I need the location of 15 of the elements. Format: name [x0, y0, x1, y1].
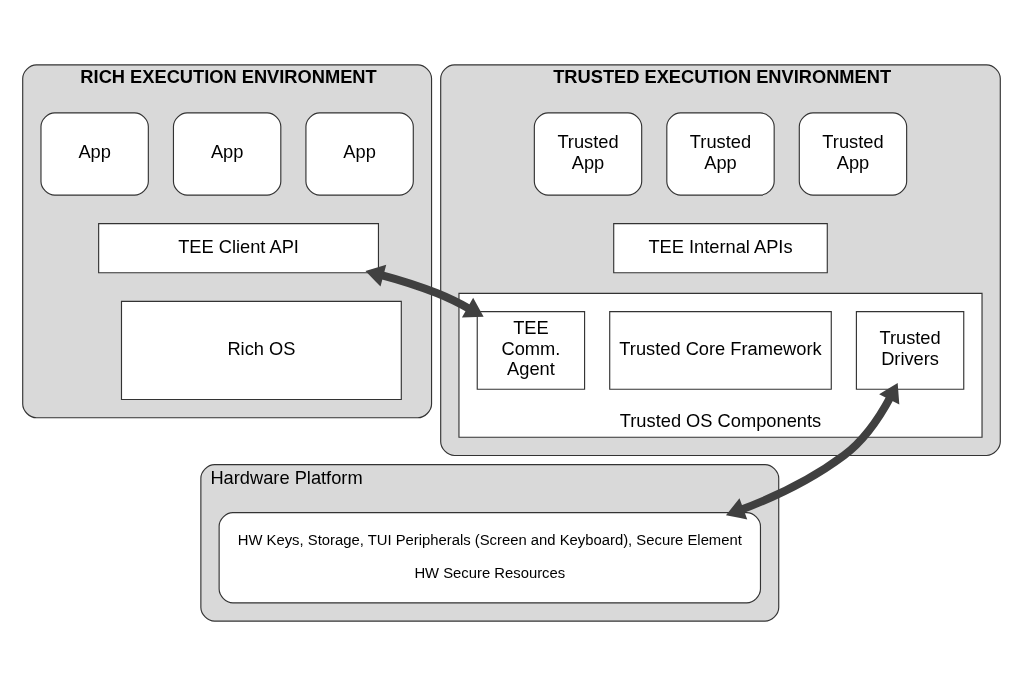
node-box: Trusted App	[533, 112, 642, 196]
node-box: HW Keys, Storage, TUI Peripherals (Screen and Keyboard), Secure Element HW Secure Resources	[218, 512, 761, 604]
node-box: App	[304, 112, 414, 196]
node-box: TEE Internal APIs	[612, 223, 828, 274]
node-box: App	[39, 112, 149, 196]
arrow	[364, 264, 484, 318]
node-box: TEE Client API	[97, 223, 379, 274]
node-box: App	[172, 112, 281, 196]
node-box: Trusted Drivers	[855, 311, 964, 390]
arrow	[725, 382, 899, 520]
node-box: Trusted App	[665, 112, 775, 196]
node-box: Rich OS	[120, 300, 402, 401]
node-box: Trusted App	[798, 112, 907, 196]
node-box: TEE Comm. Agent	[476, 311, 585, 390]
node-box: Trusted Core Framework	[608, 311, 832, 390]
